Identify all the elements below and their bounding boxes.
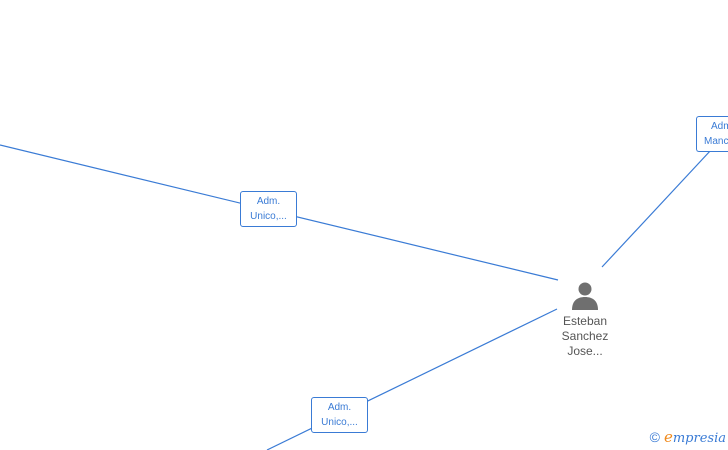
role-box-adm-manc[interactable]: Adm Manc bbox=[696, 116, 728, 152]
role-box-adm-unico-bottom[interactable]: Adm. Unico,... bbox=[311, 397, 368, 433]
brand-rest: mpresia bbox=[672, 431, 726, 446]
person-node-esteban-sanchez[interactable]: Esteban Sanchez Jose... bbox=[548, 281, 622, 359]
role-label-line1: Adm. bbox=[256, 196, 281, 207]
role-label-line2: Manc bbox=[704, 136, 728, 147]
role-label-line2: Unico,... bbox=[250, 211, 287, 222]
brand-initial: e bbox=[663, 428, 673, 446]
person-name: Esteban Sanchez Jose... bbox=[548, 314, 622, 359]
role-label-line1: Adm bbox=[711, 121, 728, 132]
person-icon bbox=[572, 282, 598, 310]
brand-logo: empresia bbox=[664, 428, 726, 446]
copyright-icon: © bbox=[649, 429, 660, 445]
edge-person-to-right bbox=[601, 149, 712, 268]
role-box-adm-unico-top[interactable]: Adm. Unico,... bbox=[240, 191, 297, 227]
person-name-line3: Jose... bbox=[567, 344, 603, 358]
empresia-watermark: © empresia bbox=[650, 428, 726, 446]
role-label-line2: Unico,... bbox=[321, 417, 358, 428]
person-name-line2: Sanchez bbox=[561, 329, 609, 343]
person-name-line1: Esteban bbox=[562, 314, 608, 328]
role-label-line1: Adm. bbox=[327, 402, 352, 413]
